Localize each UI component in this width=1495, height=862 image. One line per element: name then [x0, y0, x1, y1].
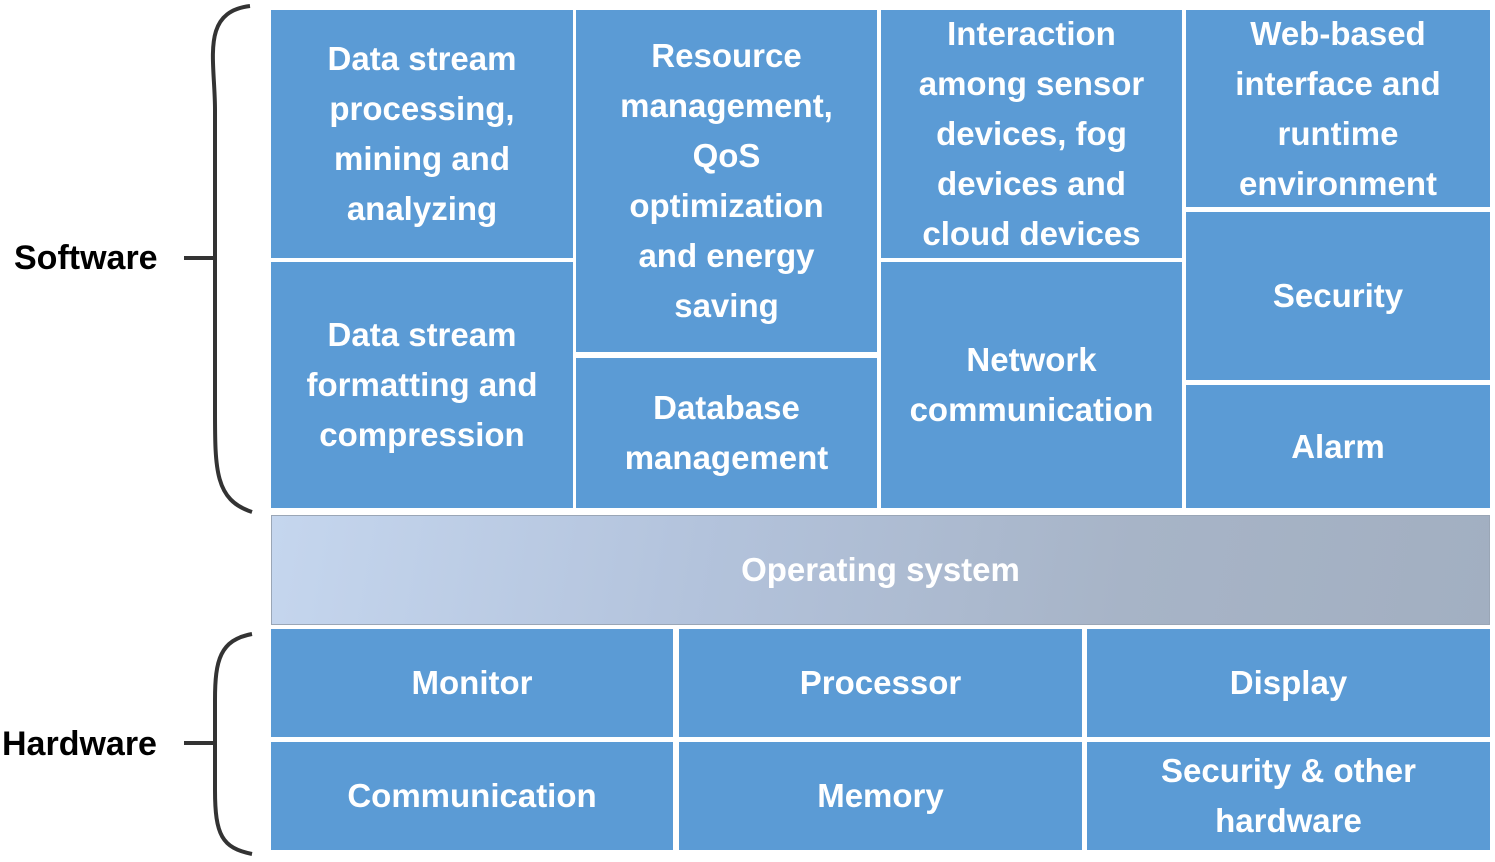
alarm-text: Alarm	[1291, 427, 1385, 465]
operating-system-text: Operating system	[741, 551, 1020, 588]
communication-block: Communication	[271, 742, 673, 850]
display-text: Display	[1229, 664, 1348, 701]
alarm-block: Alarm	[1186, 385, 1490, 508]
network-communication-block: Network communication	[881, 262, 1182, 508]
security-block: Security	[1186, 212, 1490, 380]
data-stream-processing-text: Data stream processing, mining and analy…	[327, 40, 517, 227]
monitor-text: Monitor	[411, 664, 533, 701]
web-interface-text: Web-based interface and runtime environm…	[1235, 14, 1441, 202]
processor-text: Processor	[799, 664, 962, 701]
memory-text: Memory	[817, 777, 944, 814]
software-brace	[210, 4, 253, 514]
database-management-text: Database management	[624, 389, 829, 476]
resource-management-text: Resource management, QoS optimization an…	[620, 37, 833, 324]
processor-block: Processor	[679, 629, 1082, 737]
operating-system-bar: Operating system	[271, 515, 1490, 625]
monitor-block: Monitor	[271, 629, 673, 737]
network-communication-text: Network communication	[909, 341, 1154, 428]
software-tick	[184, 256, 216, 260]
display-block: Display	[1087, 629, 1490, 737]
web-interface-block: Web-based interface and runtime environm…	[1186, 10, 1490, 207]
resource-management-block: Resource management, QoS optimization an…	[576, 10, 877, 352]
communication-text: Communication	[347, 777, 597, 814]
data-stream-processing-block: Data stream processing, mining and analy…	[271, 10, 573, 258]
database-management-block: Database management	[576, 358, 877, 508]
software-label: Software	[14, 239, 158, 277]
data-stream-formatting-text: Data stream formatting and compression	[306, 316, 538, 453]
security-other-block: Security & other hardware	[1087, 742, 1490, 850]
hardware-brace	[213, 632, 253, 856]
braces	[210, 4, 253, 856]
security-other-text: Security & other hardware	[1161, 752, 1416, 839]
memory-block: Memory	[679, 742, 1082, 850]
hardware-tick	[184, 741, 216, 745]
security-text: Security	[1272, 277, 1404, 314]
interaction-text: Interaction among sensor devices, fog de…	[918, 15, 1145, 252]
data-stream-formatting-block: Data stream formatting and compression	[271, 262, 573, 508]
hardware-label: Hardware	[2, 725, 157, 763]
interaction-block: Interaction among sensor devices, fog de…	[881, 10, 1182, 258]
